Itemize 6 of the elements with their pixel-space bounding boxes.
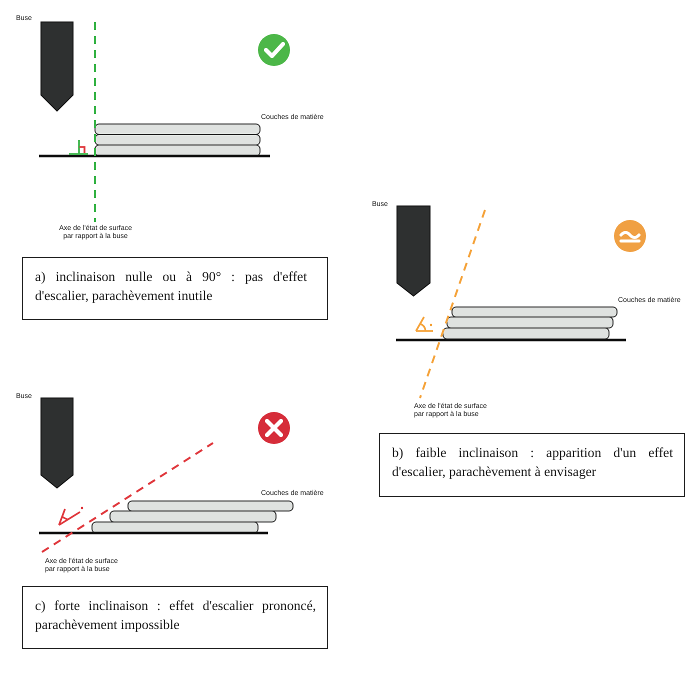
caption-text: c) forte inclinaison : effet d'escalier prononcé, parachèvement impossible	[35, 597, 316, 634]
caption-text: b) faible inclinaison : apparition d'un effet d'escalier, parachèvement à envisager	[392, 444, 673, 481]
caption-frame	[22, 586, 328, 649]
caption-frame	[22, 257, 328, 320]
caption-frame	[379, 433, 685, 497]
caption-text: a) inclinaison nulle ou à 90° : pas d'effet d'escalier, parachèvement inutile	[35, 268, 307, 305]
